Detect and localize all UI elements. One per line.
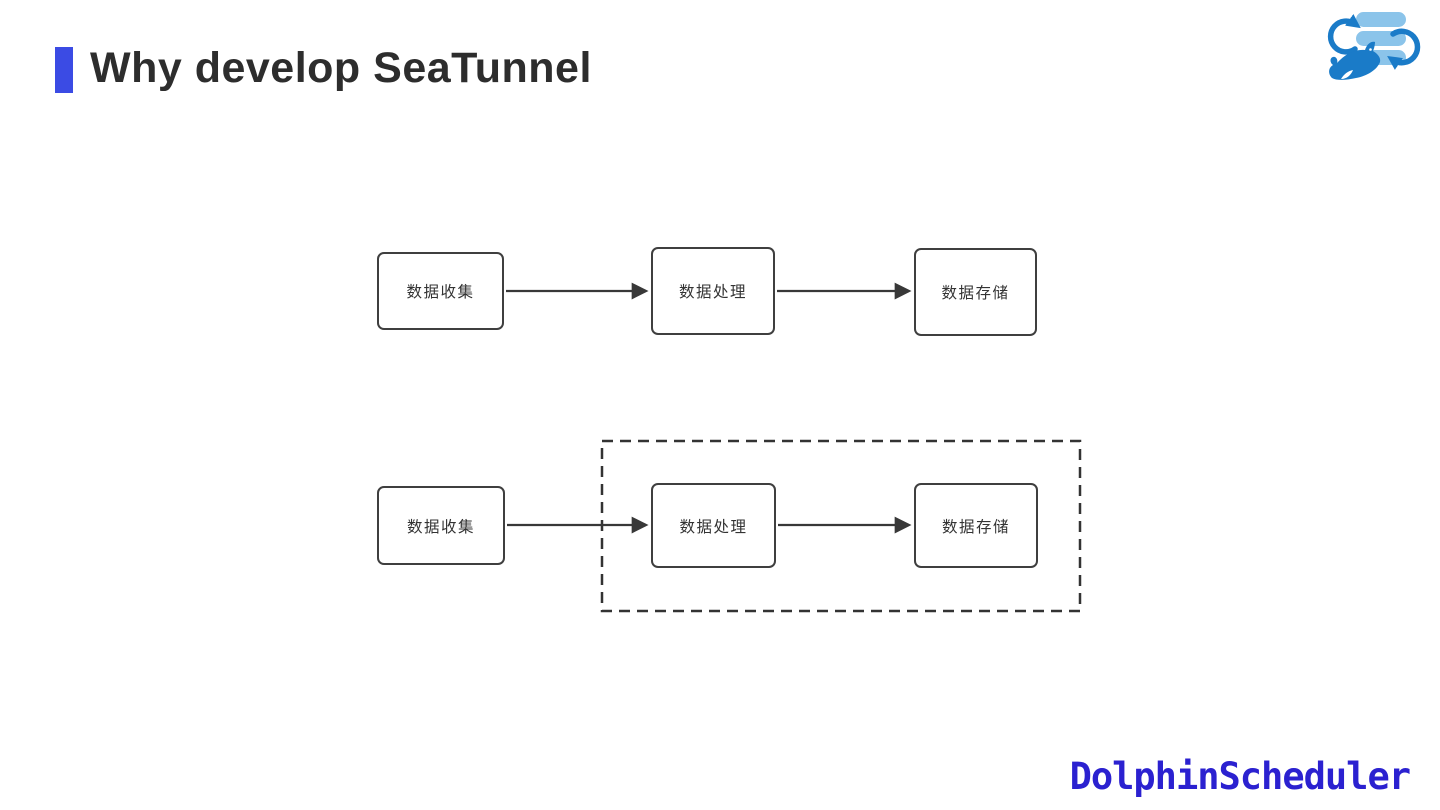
flow-node-label: 数据存储 xyxy=(941,518,1010,536)
flow-node-label: 数据存储 xyxy=(941,285,1010,302)
flow-node-label: 数据处理 xyxy=(678,284,747,301)
dolphin-icon xyxy=(1329,41,1381,80)
flow-node-data-storage-bottom: 数据存储 xyxy=(914,483,1038,568)
flow-node-data-processing-bottom: 数据处理 xyxy=(651,483,776,568)
flow-node-label: 数据收集 xyxy=(406,518,475,536)
flow-node-label: 数据处理 xyxy=(679,518,748,536)
dolphinscheduler-logo xyxy=(1322,4,1426,86)
flow-node-data-collection-bottom: 数据收集 xyxy=(377,486,505,565)
refresh-arrows-icon xyxy=(1327,14,1421,70)
flow-node-label: 数据收集 xyxy=(406,284,475,301)
logo-graphic xyxy=(1327,12,1421,80)
brand-wordmark: DolphinScheduler xyxy=(1069,755,1411,798)
flow-node-data-processing-top: 数据处理 xyxy=(651,247,775,335)
title-accent-bar xyxy=(55,47,73,93)
page-title: Why develop SeaTunnel xyxy=(90,44,592,92)
flow-node-data-storage-top: 数据存储 xyxy=(914,248,1037,336)
flow-node-data-collection-top: 数据收集 xyxy=(377,252,504,330)
